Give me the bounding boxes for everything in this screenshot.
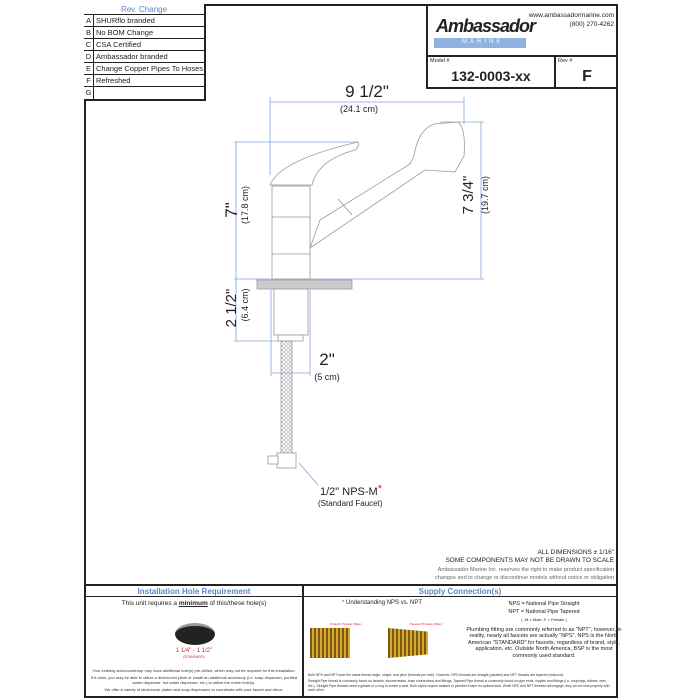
supply-definitions: NPS = National Pipe Straight NPT = Natio… [464, 601, 624, 659]
connection-label: 1/2" NPS-M* [320, 483, 383, 498]
disclaimer: changes and to change or discontinue mod… [435, 574, 614, 581]
rev-change: Ambassador branded [96, 52, 168, 61]
straight-label: Straight Threads (Male) [330, 622, 362, 626]
rev-change: SHURflo branded [96, 16, 155, 25]
tapered-thread-image [388, 628, 428, 658]
hole-size: 1 1/4" - 1 1/2" [175, 648, 213, 654]
disclaimer: Ambassador Marine Inc. reserves the righ… [437, 567, 614, 573]
rev-letter: A [84, 15, 94, 26]
rev-letter: B [84, 27, 94, 38]
connection-sub: (Standard Faucet) [318, 499, 383, 508]
install-note: If it does, you may be able to utilize a… [90, 675, 298, 685]
dimension-labels: 9 1/2" (24.1 cm) 7" (17.8 cm) 7 3/4" (19… [222, 82, 490, 508]
model-label: Model # [430, 58, 450, 64]
installation-title: Installation Hole Requirement [86, 586, 302, 597]
understanding: * Understanding NPS vs. NPT [342, 600, 423, 606]
title-block: Ambassador MARINE www.ambassadormarine.c… [426, 4, 618, 89]
width-cm: (24.1 cm) [340, 104, 378, 114]
rev-cell: Rev # F [556, 57, 618, 89]
spout-height-inch: 7 3/4" [460, 176, 477, 215]
contact: www.ambassadormarine.com (800) 270-4262 [529, 11, 614, 29]
shank-cm: (6.4 cm) [240, 288, 250, 321]
rev-change: CSA Certified [96, 40, 142, 49]
revision-header: Rev. Change [84, 4, 204, 15]
rev-change: Change Copper Pipes To Hoses [96, 64, 204, 73]
supply-paragraph: Plumbing fitting are commonly referred t… [466, 626, 622, 659]
handle-height-inch: 7" [222, 202, 241, 218]
tapered-label: Tapered Threads (Male) [410, 622, 442, 626]
base-cm: (5 cm) [314, 372, 340, 382]
revision-row: G [84, 87, 204, 99]
model-number: 132-0003-xx [451, 68, 531, 84]
rev-letter: G [84, 87, 94, 99]
hole-std: (STANDARD) [183, 655, 205, 659]
width-inch: 9 1/2" [345, 82, 389, 101]
handle-height-cm: (17.8 cm) [240, 186, 250, 224]
install-note: We offer a variety of deck/cover plates … [104, 687, 284, 692]
nps-def: NPS = National Pipe Straight [508, 601, 580, 607]
rev-value: F [582, 68, 592, 85]
rev-letter: F [84, 75, 94, 86]
ambassador-logo: Ambassador MARINE [434, 10, 544, 52]
supply-section: Supply Connection(s) * Understanding NPS… [304, 586, 622, 696]
shank-inch: 2 1/2" [223, 289, 240, 328]
spout-height-cm: (19.7 cm) [480, 176, 490, 214]
dimension-lines [234, 97, 484, 486]
installation-subtitle: This unit requires a minimum of this/the… [121, 600, 267, 607]
supply-fine-print: Straight Pipe thread is commonly found o… [308, 679, 610, 692]
install-note: Your existing sink/countertop may have a… [92, 668, 296, 673]
tolerance-note: ALL DIMENSIONS ± 1/16" [537, 549, 614, 556]
base-inch: 2" [319, 350, 335, 369]
installation-section: Installation Hole Requirement This unit … [86, 586, 304, 696]
rev-label: Rev # [558, 58, 573, 64]
mf-def: ( -M = Male -F = Female ) [521, 617, 567, 622]
rev-letter: C [84, 39, 94, 50]
faucet-outline [256, 121, 465, 469]
rev-letter: E [84, 63, 94, 74]
scale-note: SOME COMPONENTS MAY NOT BE DRAWN TO SCAL… [445, 556, 614, 564]
website: www.ambassadormarine.com [528, 12, 614, 19]
notes: ALL DIMENSIONS ± 1/16" SOME COMPONENTS M… [435, 549, 614, 582]
model-cell: Model #132-0003-xx [428, 57, 556, 89]
rev-change: Refreshed [96, 76, 131, 85]
bottom-panel: Installation Hole Requirement This unit … [84, 584, 622, 698]
rev-letter: D [84, 51, 94, 62]
hole-icon [175, 623, 215, 645]
straight-thread-image [310, 628, 350, 658]
logo-sub: MARINE [462, 39, 504, 45]
supply-title: Supply Connection(s) [304, 586, 616, 597]
rev-change: No BOM Change [96, 28, 154, 37]
logo-text: Ambassador [436, 16, 536, 36]
phone: (800) 270-4262 [569, 21, 614, 28]
npt-def: NPT = National Pipe Tapered [508, 608, 580, 615]
supply-fine-print: Both NPS and NPT have the same thread an… [308, 673, 564, 677]
